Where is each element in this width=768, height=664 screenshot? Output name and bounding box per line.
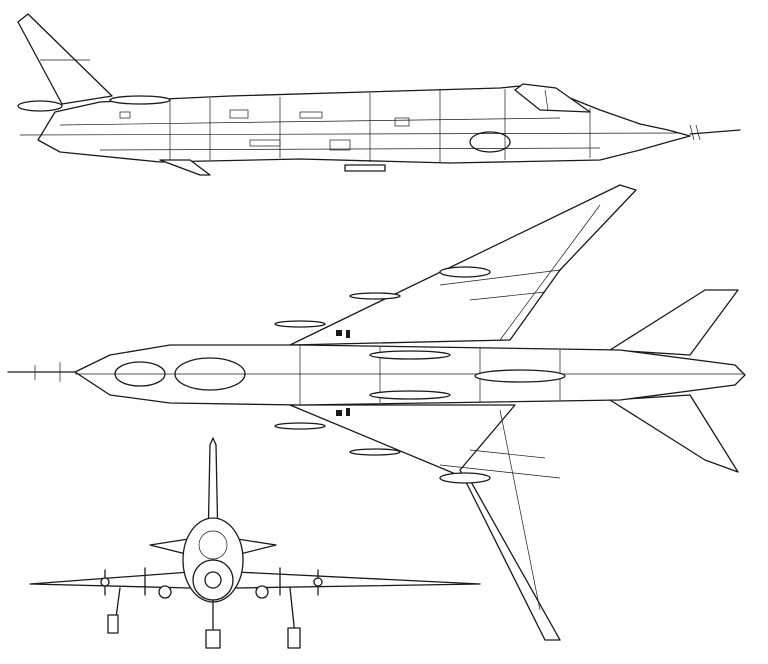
front-view — [29, 437, 481, 649]
side-ventral-fin — [159, 159, 211, 176]
top-upper-pylon-tank — [439, 266, 491, 278]
top-view — [7, 184, 746, 641]
side-canopy — [514, 83, 591, 113]
top-lower-pylon-tank — [439, 472, 491, 484]
top-lower-stabilizer — [609, 394, 739, 473]
top-upper-wing — [289, 184, 637, 346]
front-nose-cone — [204, 571, 222, 589]
side-view — [17, 13, 741, 176]
top-fuselage — [74, 344, 746, 406]
top-lower-wing — [289, 404, 561, 641]
side-fuselage — [37, 85, 691, 164]
front-wings — [29, 571, 481, 589]
top-upper-stabilizer — [609, 289, 739, 356]
front-landing-gear — [107, 587, 301, 649]
side-drop-tank — [17, 100, 63, 112]
side-vertical-fin — [17, 13, 113, 105]
